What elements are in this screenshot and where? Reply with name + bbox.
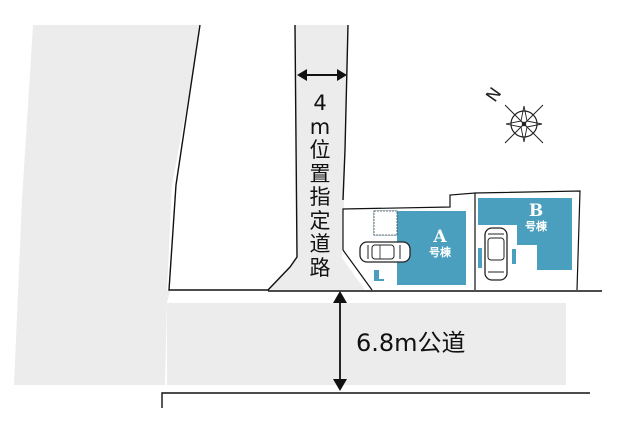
private-road-right-edge [342, 24, 349, 201]
public-road-area [167, 303, 566, 385]
car-b-icon [484, 227, 508, 281]
lot-a-suffix: 号棟 [429, 246, 451, 259]
road-label-char: 路 [309, 255, 331, 280]
road-label-char: 位 [309, 138, 331, 162]
road-label-char: 指 [309, 185, 331, 209]
private-road-strip [268, 25, 365, 290]
lot-b-letter: B [528, 201, 544, 221]
road-label-char: 定 [309, 208, 331, 233]
car-a-icon [359, 241, 411, 263]
road-label-char: 置 [309, 161, 331, 186]
road-label-char: m [309, 114, 331, 139]
lot-b-label: B 号棟 [516, 202, 556, 233]
road-label-char: 4 [313, 91, 327, 115]
public-road-label: 6.8m公道 [356, 329, 466, 357]
private-road-width-arrow [297, 69, 347, 81]
compass-icon [504, 104, 544, 144]
lot-a-label: A 号棟 [420, 228, 460, 259]
building-b [478, 198, 572, 270]
lot-b-suffix: 号棟 [525, 220, 547, 233]
lot-b-boundary [474, 190, 581, 291]
private-road-area [167, 25, 297, 290]
left-lot-boundary [168, 24, 298, 291]
neighbor-area-left [14, 25, 200, 385]
lot-a-letter: A [433, 227, 447, 247]
lot-a-boundary [342, 192, 476, 290]
road-label-char: 道 [309, 232, 331, 256]
private-road-label: 4 m 位 置 指 定 道 路 [305, 91, 335, 280]
public-road-width-arrow [333, 291, 347, 391]
road-edge-bottom [161, 392, 590, 408]
